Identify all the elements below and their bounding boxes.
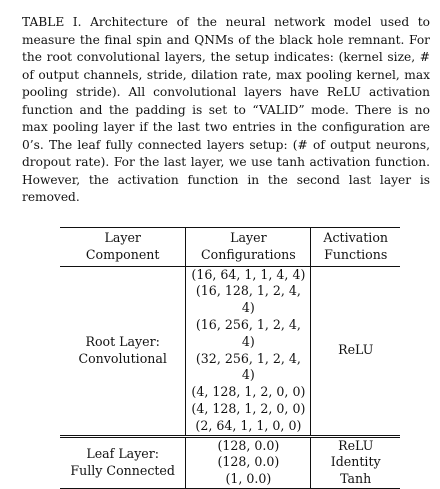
header-line: Component bbox=[85, 246, 160, 262]
header-activation-functions: Activation Functions bbox=[310, 227, 400, 267]
header-line: Configurations bbox=[201, 246, 296, 262]
config-line: (4, 128, 1, 2, 0, 0) bbox=[191, 400, 306, 416]
root-layer-configurations: (16, 64, 1, 1, 4, 4) (16, 128, 1, 2, 4, … bbox=[185, 265, 312, 437]
config-line: (4, 128, 1, 2, 0, 0) bbox=[191, 384, 306, 400]
config-line: (16, 64, 1, 1, 4, 4) bbox=[191, 266, 306, 282]
header-line: Activation bbox=[323, 230, 389, 245]
config-line: (2, 64, 1, 1, 0, 0) bbox=[195, 417, 302, 433]
leaf-layer-component: Leaf Layer: Fully Connected bbox=[60, 434, 187, 489]
table-caption: TABLE I. Architecture of the neural netw… bbox=[22, 15, 430, 204]
component-line: Fully Connected bbox=[70, 462, 175, 478]
component-line: Leaf Layer: bbox=[86, 445, 160, 461]
architecture-table-container: Layer Component Layer Configurations Act… bbox=[60, 227, 400, 489]
header-line: Layer bbox=[230, 230, 267, 245]
component-line: Convolutional bbox=[78, 350, 167, 366]
table-header-row: Layer Component Layer Configurations Act… bbox=[60, 227, 400, 267]
header-line: Layer bbox=[104, 230, 141, 245]
leaf-layer-configurations: (128, 0.0) (128, 0.0) (1, 0.0) bbox=[185, 434, 312, 489]
root-layer-activation: ReLU bbox=[310, 265, 400, 437]
config-line: (128, 0.0) bbox=[217, 454, 280, 470]
header-layer-configurations: Layer Configurations bbox=[185, 227, 312, 267]
config-line: (32, 256, 1, 2, 4, 4) bbox=[195, 350, 301, 383]
root-layer-component: Root Layer: Convolutional bbox=[60, 265, 187, 437]
activation-line: ReLU bbox=[338, 437, 374, 453]
header-line: Functions bbox=[324, 246, 388, 262]
component-line: Root Layer: bbox=[85, 333, 160, 349]
config-line: (16, 256, 1, 2, 4, 4) bbox=[195, 316, 301, 349]
config-line: (16, 128, 1, 2, 4, 4) bbox=[195, 283, 301, 316]
architecture-table: Layer Component Layer Configurations Act… bbox=[60, 227, 400, 489]
header-layer-component: Layer Component bbox=[60, 227, 187, 267]
config-line: (1, 0.0) bbox=[225, 471, 272, 487]
table-row-root: Root Layer: Convolutional (16, 64, 1, 1,… bbox=[60, 265, 400, 437]
leaf-layer-activations: ReLU Identity Tanh bbox=[310, 434, 400, 489]
table-row-leaf: Leaf Layer: Fully Connected (128, 0.0) (… bbox=[60, 434, 400, 489]
config-line: (128, 0.0) bbox=[217, 437, 280, 453]
activation-line: Tanh bbox=[340, 471, 372, 487]
activation-line: Identity bbox=[330, 454, 381, 470]
